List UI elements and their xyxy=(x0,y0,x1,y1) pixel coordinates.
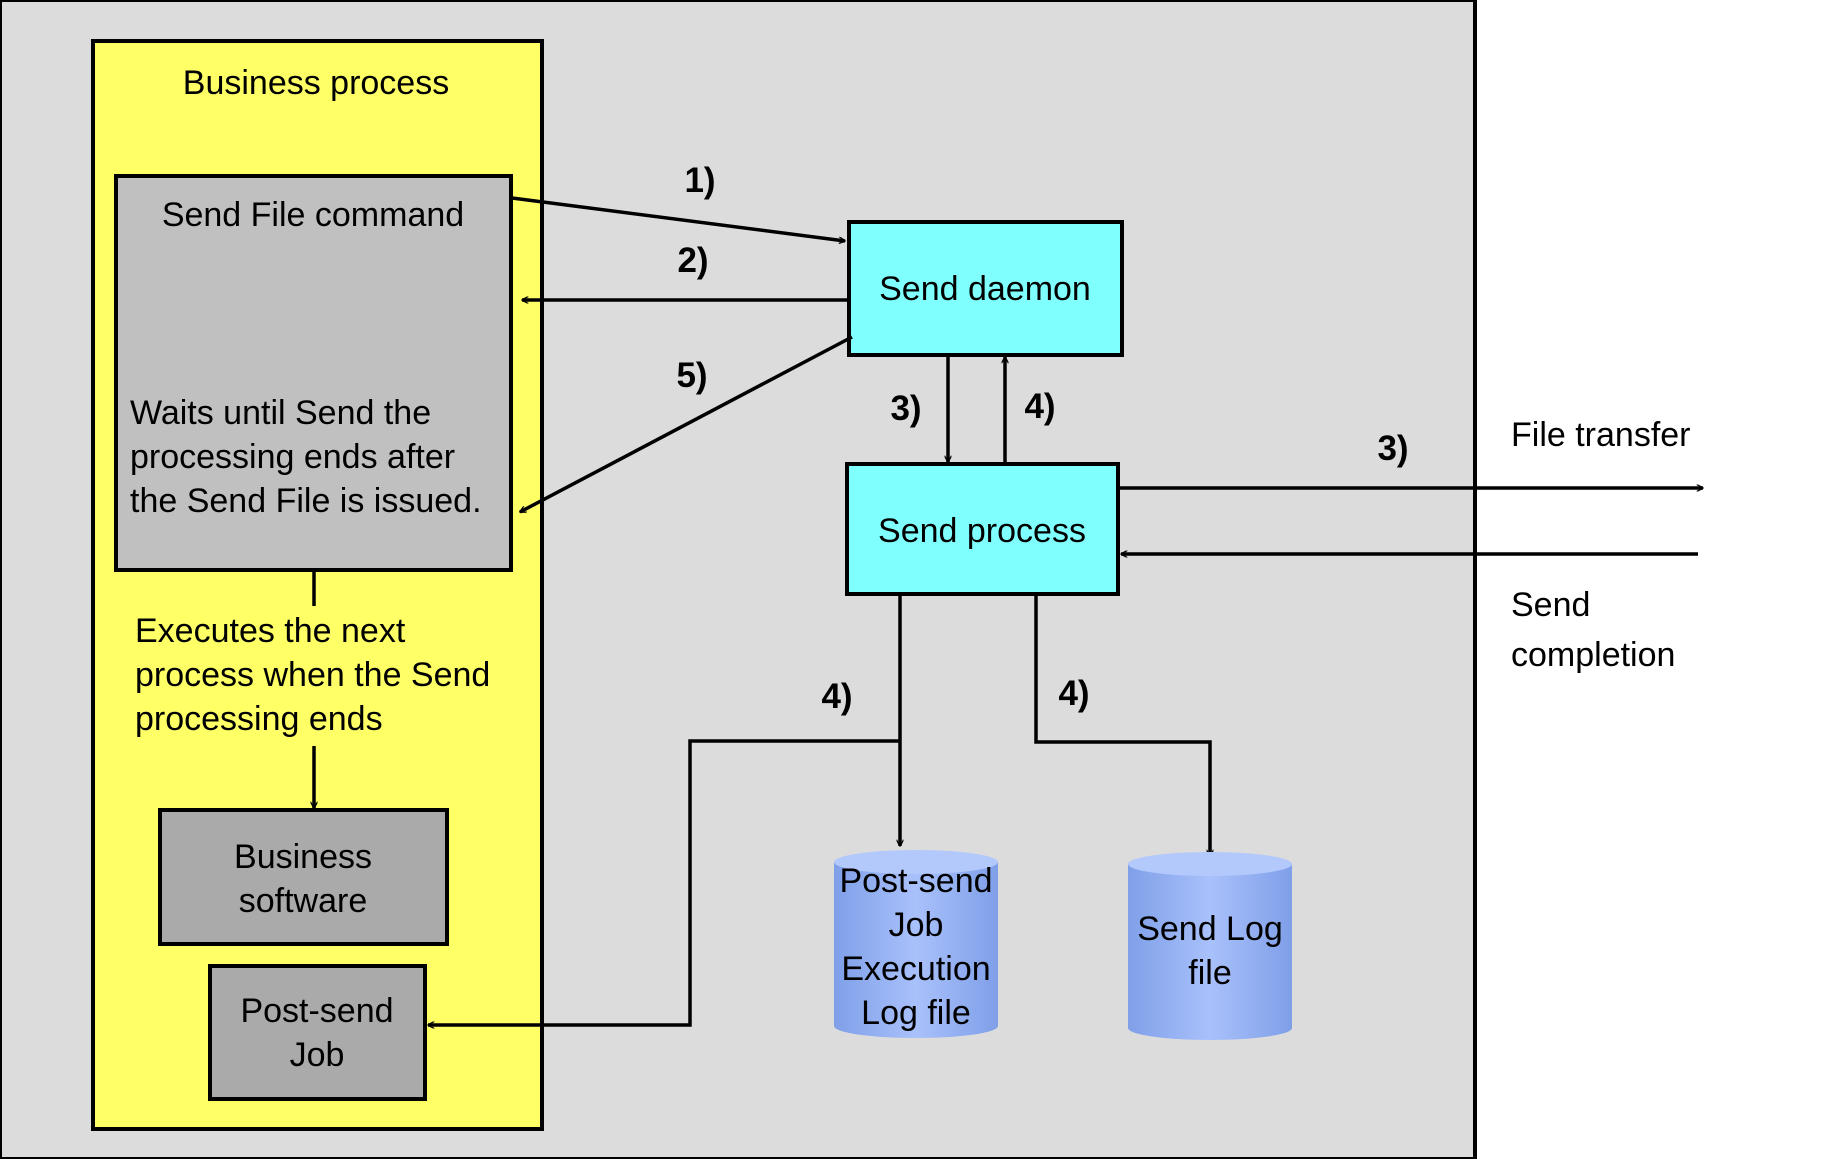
step-5-label: 5) xyxy=(676,356,707,395)
business-software-line-2: software xyxy=(239,882,368,920)
exec-log-line-4: Log file xyxy=(861,994,971,1032)
business-process-title: Business process xyxy=(183,64,449,102)
send-completion-line-1: Send xyxy=(1511,586,1590,624)
arrow-4-to-send-log xyxy=(1034,596,1210,856)
exec-log-line-1: Post-send xyxy=(839,862,992,900)
send-process-box xyxy=(845,462,1120,596)
arrow-5-completion xyxy=(520,335,853,514)
exec-log-line-3: Execution xyxy=(841,950,990,988)
send-completion-line-2: completion xyxy=(1511,636,1675,674)
arrow-4-to-post-send-job xyxy=(428,739,900,1025)
step-3-daemon-label: 3) xyxy=(890,389,921,428)
exec-log-line-2: Job xyxy=(889,906,944,944)
next-note-line-1: Executes the next xyxy=(135,612,406,650)
post-send-job-line-1: Post-send xyxy=(240,992,393,1030)
wait-note-line-1: Waits until Send the xyxy=(130,394,431,432)
send-file-command-label: Send File command xyxy=(162,196,464,234)
step-1-label: 1) xyxy=(684,161,715,200)
post-send-job-box xyxy=(208,964,427,1101)
wait-note-line-3: the Send File is issued. xyxy=(130,482,482,520)
post-send-job-line-2: Job xyxy=(290,1036,345,1074)
send-file-command-box xyxy=(114,174,513,572)
business-software-line-1: Business xyxy=(234,838,372,876)
step-4-send-log-label: 4) xyxy=(1058,674,1089,713)
wait-note-line-2: processing ends after xyxy=(130,438,455,476)
send-log-line-2: file xyxy=(1188,954,1231,992)
step-4-daemon-label: 4) xyxy=(1024,387,1055,426)
send-log-line-1: Send Log xyxy=(1137,910,1283,948)
file-transfer-label: File transfer xyxy=(1511,416,1691,454)
send-log-cylinder xyxy=(1128,852,1292,1040)
exec-log-cylinder xyxy=(834,850,998,1038)
step-2-label: 2) xyxy=(677,241,708,280)
send-process-label: Send process xyxy=(878,512,1086,550)
send-daemon-label: Send daemon xyxy=(879,270,1091,308)
arrow-1-send-file xyxy=(511,196,845,241)
next-note-line-3: processing ends xyxy=(135,700,383,738)
business-software-box xyxy=(158,808,449,946)
step-4-exec-log-label: 4) xyxy=(821,677,852,716)
send-daemon-box xyxy=(847,220,1124,357)
step-3-transfer-label: 3) xyxy=(1377,429,1408,468)
next-note-line-2: process when the Send xyxy=(135,656,490,694)
